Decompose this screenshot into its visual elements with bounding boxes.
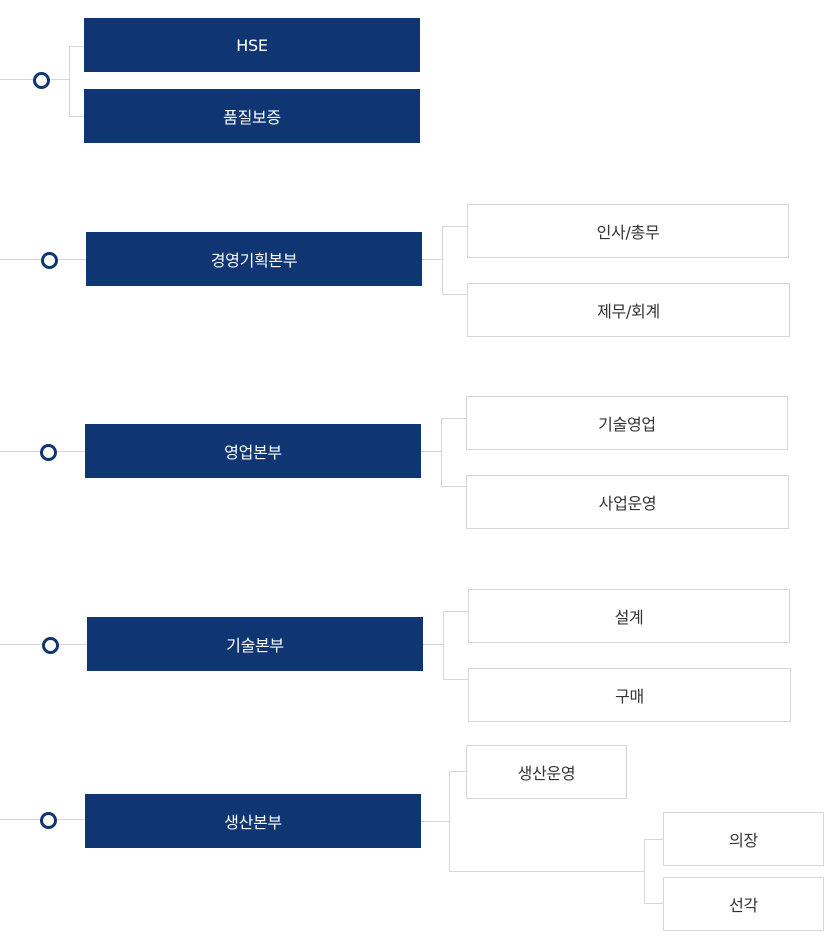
team-hull-block: 선각 bbox=[663, 877, 824, 931]
team-finance-accounting: 제무/회계 bbox=[467, 283, 790, 337]
team-purchasing: 구매 bbox=[468, 668, 791, 722]
dept-quality-assurance: 품질보증 bbox=[84, 89, 420, 143]
dept-hse: HSE bbox=[84, 18, 420, 72]
timeline-node bbox=[42, 637, 59, 654]
team-hr-general-affairs: 인사/총무 bbox=[467, 204, 789, 258]
team-design: 설계 bbox=[468, 589, 790, 643]
division-management-planning: 경영기획본부 bbox=[86, 232, 422, 286]
timeline-node bbox=[33, 72, 50, 89]
team-business-operation: 사업운영 bbox=[466, 475, 789, 529]
timeline-node bbox=[41, 252, 58, 269]
team-production-operation: 생산운영 bbox=[466, 745, 627, 799]
timeline-node bbox=[40, 444, 57, 461]
team-technical-sales: 기술영업 bbox=[466, 396, 788, 450]
division-production: 생산본부 bbox=[85, 794, 421, 848]
team-outfitting: 의장 bbox=[663, 812, 824, 866]
division-technology: 기술본부 bbox=[87, 617, 423, 671]
division-sales: 영업본부 bbox=[85, 424, 421, 478]
timeline-node bbox=[40, 812, 57, 829]
